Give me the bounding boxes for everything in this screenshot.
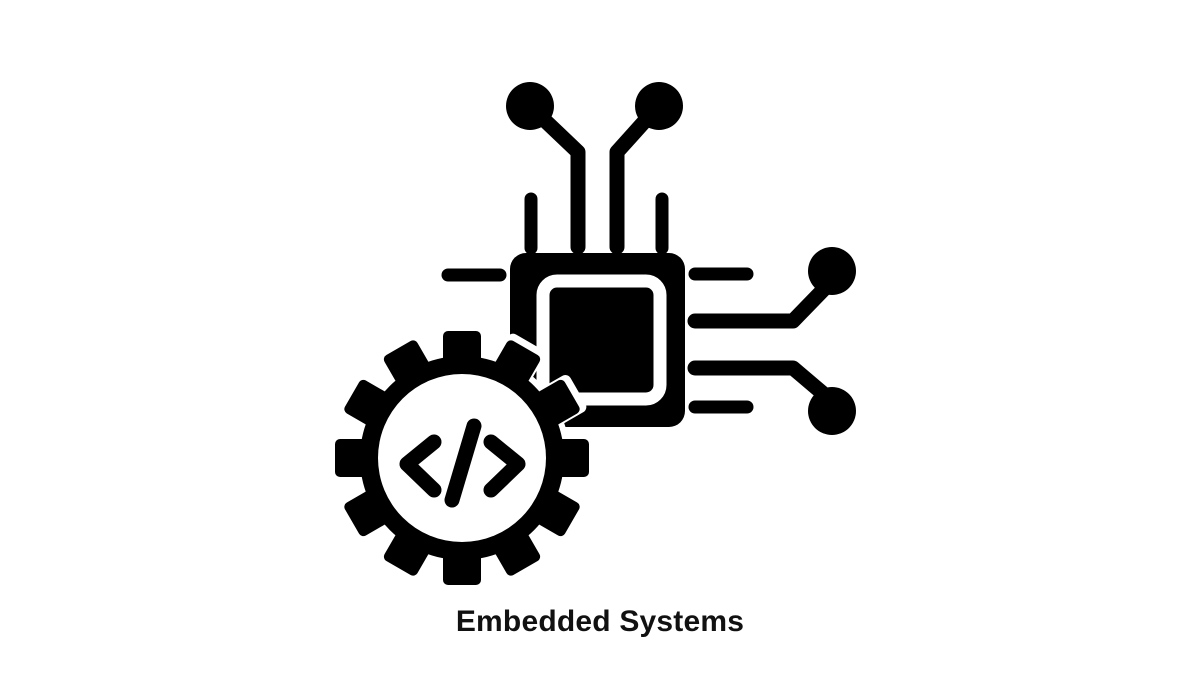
circuit-node-right-lower xyxy=(808,387,856,435)
trace-top-left xyxy=(528,104,586,255)
code-slash-icon xyxy=(444,418,482,508)
trace-right-lower xyxy=(687,360,834,404)
circuit-traces-right xyxy=(687,279,834,404)
circuit-traces-top xyxy=(528,104,661,255)
code-left-chevron-icon xyxy=(399,434,442,498)
microchip-inner-outline xyxy=(536,274,667,406)
code-brackets-slash-icon xyxy=(399,418,526,508)
chip-pins-top xyxy=(524,192,669,255)
chip-pins-right xyxy=(688,267,754,414)
trace-top-right xyxy=(609,104,661,255)
circuit-node-top-right xyxy=(635,82,683,130)
circuit-node-top-left xyxy=(506,82,554,130)
code-right-chevron-icon xyxy=(483,434,526,498)
gear-wheel xyxy=(335,331,589,585)
trace-right-upper xyxy=(687,279,834,329)
circuit-node-right-upper xyxy=(808,247,856,295)
page-title: Embedded Systems xyxy=(455,605,745,638)
